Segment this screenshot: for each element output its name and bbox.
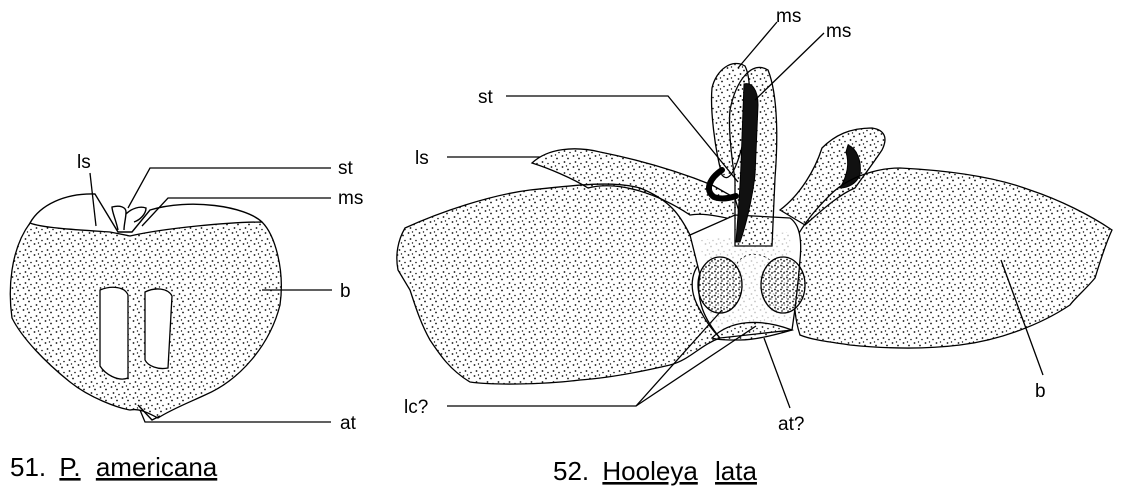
label-st-51: st: [338, 158, 354, 179]
caption-52: 52. Hooleya lata: [553, 456, 757, 486]
caption-52-number: 52.: [553, 456, 589, 486]
label-at-52: at?: [778, 414, 804, 435]
lateral-cell-right: [761, 257, 805, 313]
specimen-51-drawing: [10, 194, 281, 420]
caption-52-species: lata: [715, 456, 757, 486]
label-ms-52-a: ms: [776, 6, 801, 27]
label-lc-52: lc?: [404, 397, 428, 418]
label-ls-51: ls: [77, 152, 91, 173]
label-b-51: b: [340, 281, 351, 302]
caption-51-genus: P.: [59, 452, 80, 482]
label-b-52: b: [1035, 381, 1046, 402]
body-52-left: [397, 184, 720, 384]
caption-52-genus: Hooleya: [602, 456, 698, 486]
label-ms-51: ms: [338, 188, 363, 209]
label-at-51: at: [340, 413, 357, 434]
caption-51-species: americana: [96, 452, 218, 482]
label-st-52: st: [478, 87, 494, 108]
caption-51-number: 51.: [10, 452, 46, 482]
svg-text:52. Hooleya lata: 52. Hooleya lata: [553, 456, 757, 486]
caption-51: 51. P. americana: [10, 452, 218, 482]
lateral-cell-left: [698, 257, 742, 313]
body-52-right: [794, 168, 1112, 348]
label-ms-52-b: ms: [826, 21, 851, 42]
specimen-52-drawing: [397, 63, 1112, 384]
svg-text:51. P. americana: 51. P. americana: [10, 452, 218, 482]
label-ls-52: ls: [415, 148, 429, 169]
